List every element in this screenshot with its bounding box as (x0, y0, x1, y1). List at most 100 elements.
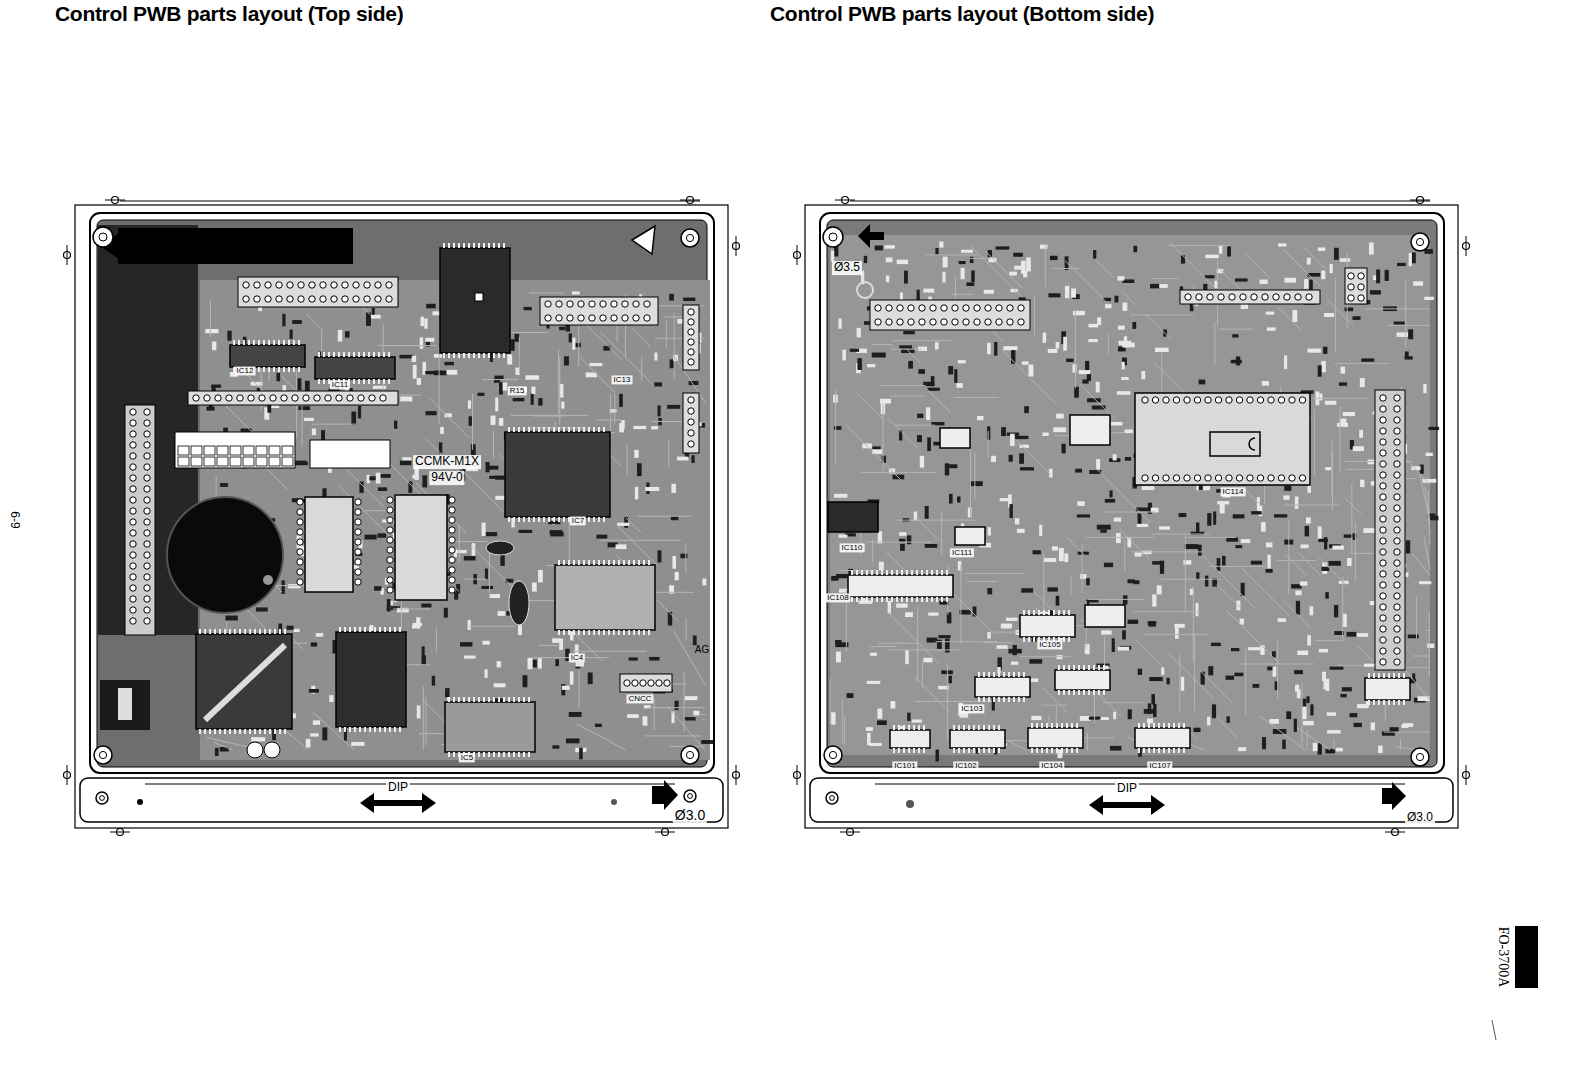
smd-part (1179, 513, 1187, 517)
ic-pin (253, 340, 255, 345)
ic-pin (598, 630, 600, 635)
smd-part (495, 496, 505, 500)
ic-pin (578, 560, 580, 565)
smd-part (351, 412, 356, 425)
trace (1088, 599, 1145, 600)
ic-pin (563, 427, 565, 432)
switch-cell (204, 457, 215, 466)
ic-chip (395, 495, 447, 600)
trace (626, 518, 641, 533)
trace (915, 678, 949, 712)
ic-pin (503, 697, 505, 702)
smd-part (1029, 659, 1042, 664)
smd-part (402, 457, 411, 461)
pad (130, 574, 136, 580)
smd-part (958, 360, 966, 363)
smd-part (1033, 550, 1041, 554)
smd-part (572, 338, 575, 350)
trace (281, 375, 296, 390)
dip-switch-grid (175, 432, 295, 468)
ic-pin (463, 243, 465, 248)
pad (688, 359, 694, 365)
switch-cell (269, 446, 280, 455)
mount-hole (93, 227, 113, 247)
smd-part (693, 636, 697, 646)
smd-part (1185, 544, 1198, 549)
trace (970, 449, 971, 518)
ic-pin (248, 340, 250, 345)
ic-pin (463, 353, 465, 358)
pad (320, 282, 326, 288)
smd-part (923, 658, 932, 663)
trace (844, 717, 845, 745)
smd-part (685, 696, 698, 700)
pad (264, 742, 280, 758)
pad (1007, 305, 1013, 311)
trace (1214, 322, 1215, 365)
pad (600, 315, 606, 321)
smd-part (1318, 526, 1322, 539)
smd-part (629, 657, 638, 660)
switch-cell (217, 446, 228, 455)
pad (1380, 582, 1386, 588)
trace (1277, 639, 1278, 699)
pad (130, 442, 136, 448)
trace (601, 332, 654, 385)
board-frame (75, 205, 728, 828)
ic-pin (374, 727, 376, 732)
smd-part (886, 258, 893, 263)
smd-part (621, 420, 624, 429)
ic-pin (229, 629, 231, 634)
pad (449, 587, 455, 593)
smd-part (617, 523, 629, 526)
pad (353, 296, 359, 302)
ic-pin (259, 729, 261, 734)
smd-part (867, 681, 881, 684)
pad (1380, 450, 1386, 456)
ic-pin (273, 367, 275, 372)
smd-part (215, 748, 219, 756)
smd-part (1332, 546, 1343, 550)
trace (1284, 554, 1306, 576)
trace (1278, 307, 1302, 331)
smd-part (1167, 678, 1170, 685)
ic-pin (233, 340, 235, 345)
smd-part (1330, 264, 1333, 273)
ic-pin (394, 627, 396, 632)
smd-part (1119, 341, 1132, 345)
ic-pin (498, 752, 500, 757)
smd-part (836, 652, 841, 663)
smd-part (1065, 286, 1069, 298)
smd-part (1303, 721, 1314, 725)
trace (1351, 484, 1352, 555)
smd-part (637, 463, 642, 476)
smd-part (1088, 324, 1098, 328)
pad (358, 395, 364, 401)
trace (886, 551, 907, 572)
ic-pin (214, 729, 216, 734)
smd-part (416, 617, 420, 623)
smd-part (859, 601, 873, 604)
trace (1135, 640, 1161, 666)
trace (1161, 579, 1221, 580)
ic-pin (553, 427, 555, 432)
ic-chip (505, 432, 610, 517)
smd-part (658, 405, 661, 416)
pad (144, 442, 150, 448)
pad (449, 527, 455, 533)
ic-pin (458, 697, 460, 702)
smd-part (1080, 574, 1086, 579)
smd-part (927, 388, 939, 391)
ic-pin (339, 727, 341, 732)
ic-pin (488, 243, 490, 248)
ic-pin (349, 627, 351, 632)
trace (925, 387, 951, 413)
smd-part (1105, 499, 1115, 503)
smd-part (651, 426, 658, 429)
trace (952, 294, 973, 295)
smd-part (562, 686, 570, 690)
ic-pin (278, 367, 280, 372)
smd-part (1361, 358, 1374, 361)
datum-mark (736, 765, 737, 785)
ic-pin (648, 560, 650, 565)
